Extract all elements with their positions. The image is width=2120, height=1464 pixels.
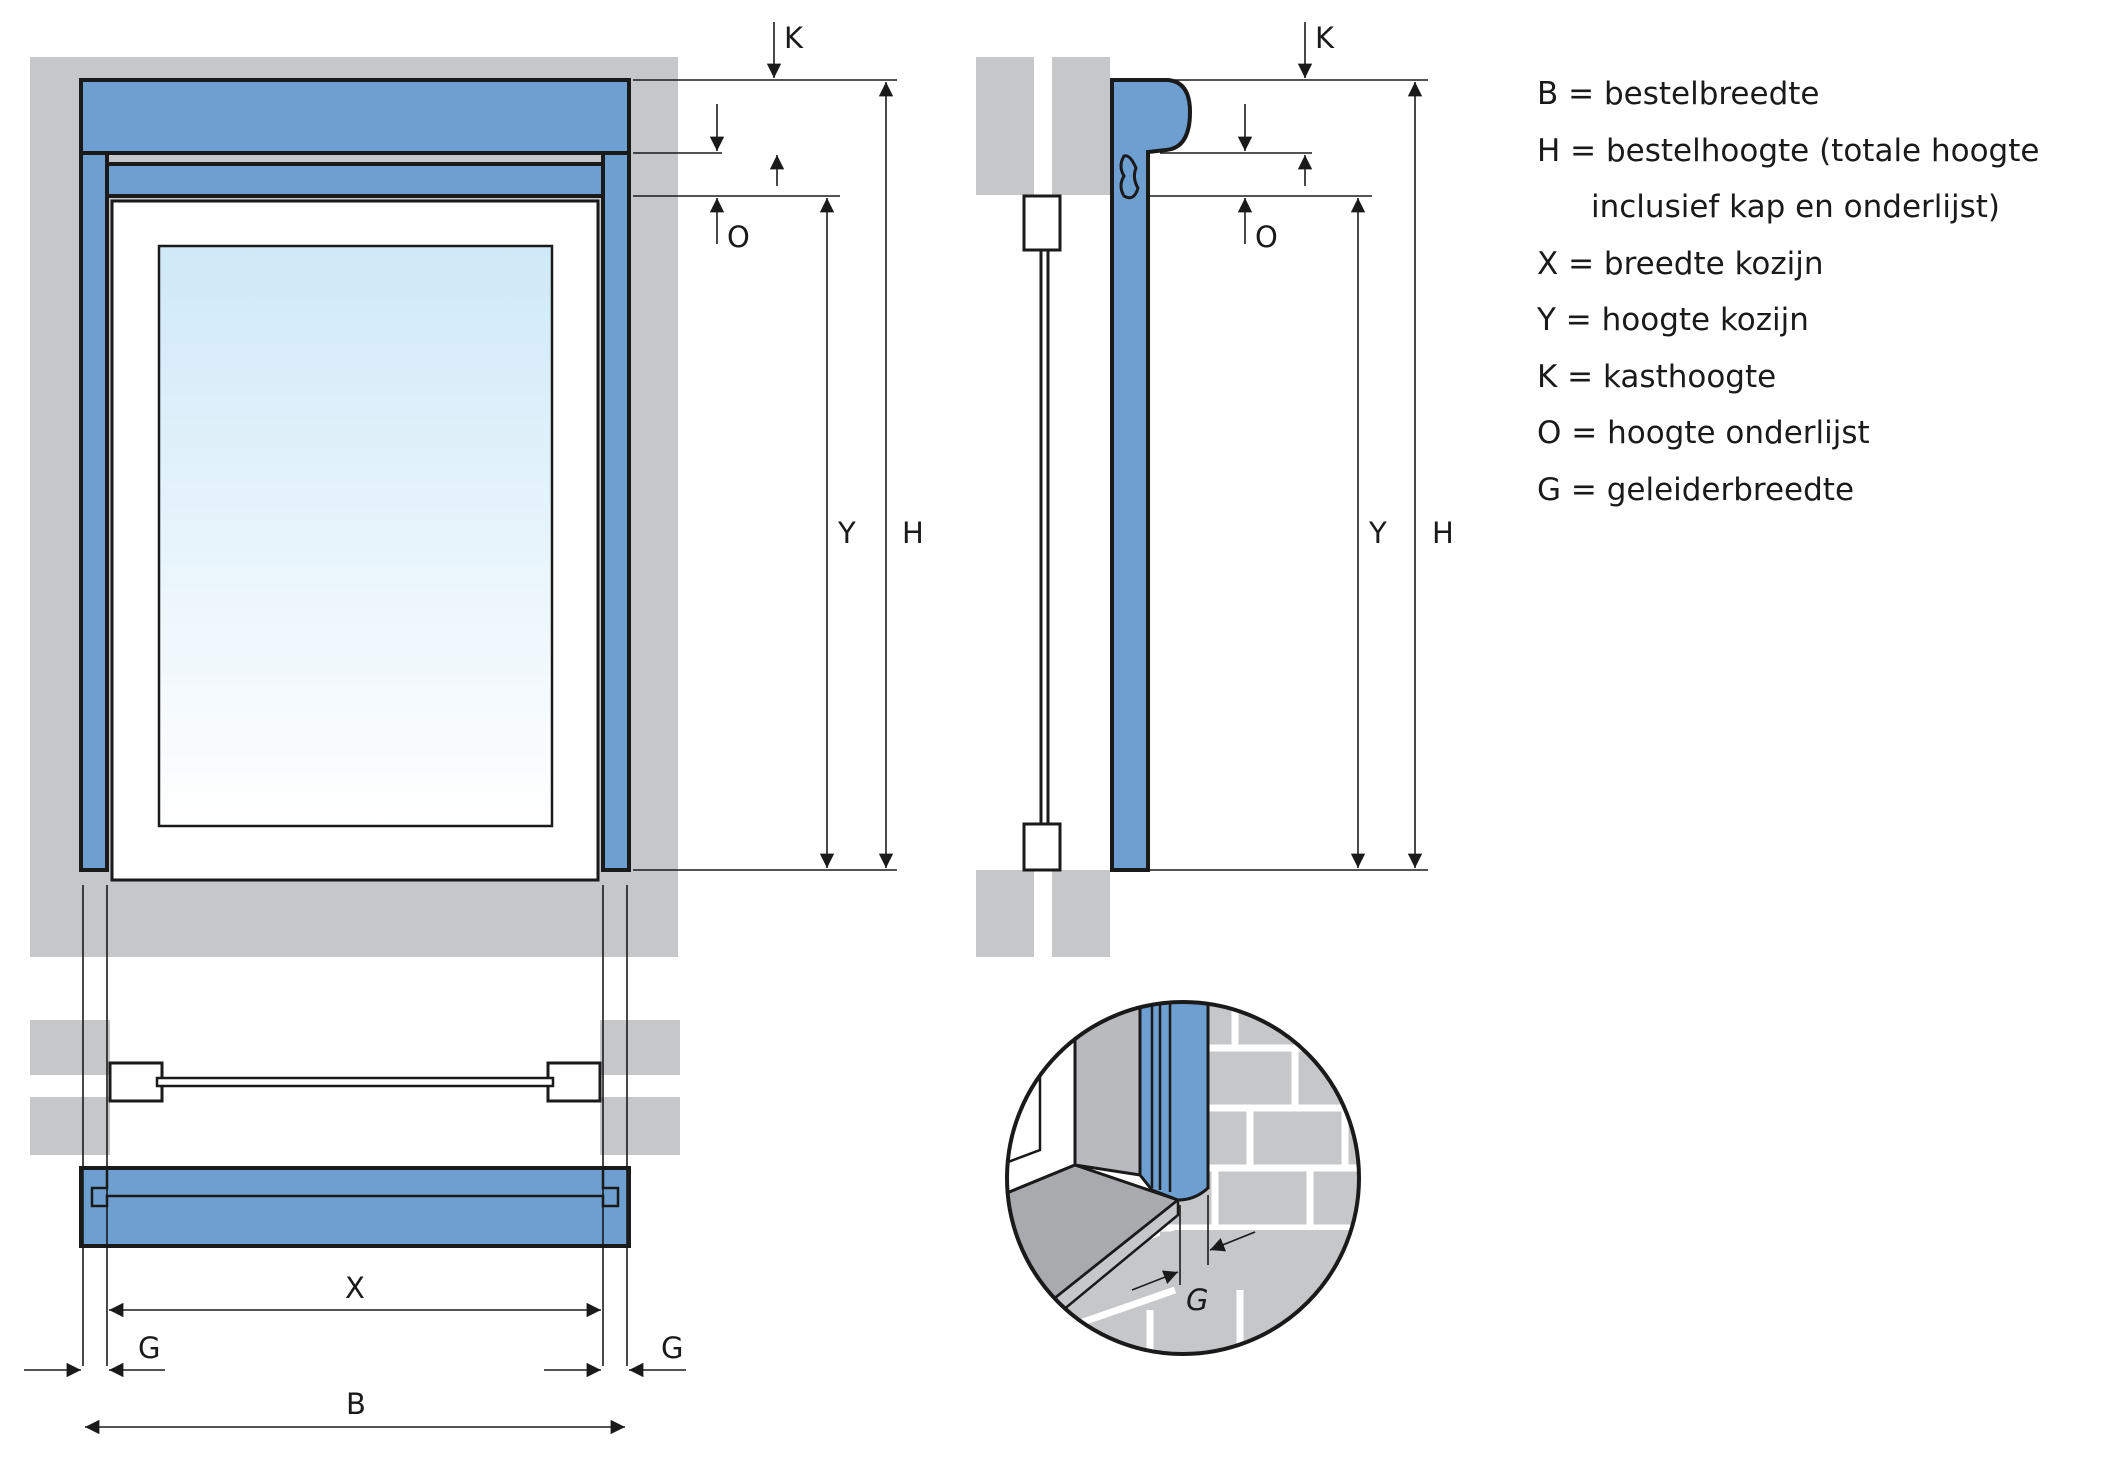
top-window-right (546, 1061, 602, 1103)
front-k-label: K (784, 21, 804, 55)
detail-g-label: G (1186, 1283, 1208, 1317)
legend-o: O = hoogte onderlijst (1537, 415, 1870, 451)
detail-circle: G (1005, 1000, 1361, 1356)
top-view (30, 1020, 680, 1248)
side-y-label: Y (1368, 516, 1387, 550)
front-view (30, 57, 678, 957)
legend-h-continued: inclusief kap en onderlijst) (1591, 189, 2000, 225)
front-y-label: Y (837, 516, 856, 550)
side-view (976, 57, 1193, 957)
side-k-label: K (1315, 21, 1335, 55)
top-g-right-label: G (661, 1331, 683, 1365)
side-h-label: H (1432, 516, 1454, 550)
top-wall-right-lower (600, 1097, 680, 1155)
side-window-bottom (1022, 822, 1062, 872)
front-bottom-rail (105, 162, 605, 198)
side-wall-top-left (976, 57, 1034, 195)
legend-h: H = bestelhoogte (totale hoogte (1537, 133, 2039, 169)
front-h-label: H (902, 516, 924, 550)
top-window-left (108, 1061, 164, 1103)
top-wall-left-lower (30, 1097, 110, 1155)
top-box-inner (90, 1168, 620, 1208)
front-left-guide (79, 151, 109, 872)
legend-x: X = breedte kozijn (1537, 246, 1824, 282)
top-wall-left-upper (30, 1020, 110, 1075)
legend-k: K = kasthoogte (1537, 359, 1776, 395)
top-dimensions: X G G B (24, 885, 686, 1435)
side-box (1110, 78, 1193, 872)
front-right-guide (601, 151, 631, 872)
top-x-label: X (345, 1271, 365, 1305)
side-wall-bottom-left (976, 870, 1034, 957)
front-box (79, 78, 631, 155)
detail-guide (1138, 1002, 1210, 1202)
side-wall-bottom-right (1052, 870, 1110, 957)
top-wall-right-upper (600, 1020, 680, 1075)
front-o-label: O (727, 220, 750, 254)
side-mechanism-icon (1119, 154, 1140, 200)
legend-g: G = geleiderbreedte (1537, 472, 1854, 508)
legend: B = bestelbreedte H = bestelhoogte (tota… (1536, 76, 2039, 508)
legend-y: Y = hoogte kozijn (1536, 302, 1809, 338)
side-dimensions: K O Y H (1148, 21, 1454, 871)
top-window-glass (155, 1076, 555, 1088)
side-wall-top-right (1052, 57, 1110, 195)
legend-b: B = bestelbreedte (1537, 76, 1819, 112)
top-g-left-label: G (138, 1331, 160, 1365)
top-box (79, 1166, 631, 1248)
front-dimensions: K O Y H (633, 21, 924, 871)
side-o-label: O (1255, 220, 1278, 254)
top-b-label: B (346, 1387, 366, 1421)
side-window-top (1022, 194, 1062, 252)
front-window-glass (157, 244, 554, 828)
